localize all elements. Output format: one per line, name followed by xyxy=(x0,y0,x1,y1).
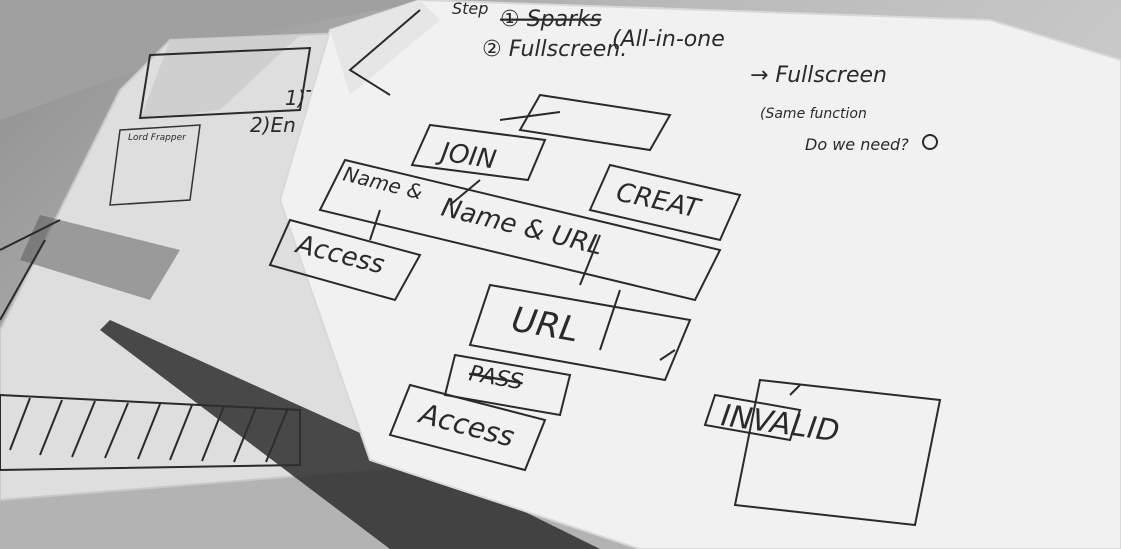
back-note-2: 2)En xyxy=(250,113,296,137)
header-note-2: Do we need? xyxy=(805,135,909,154)
note-circle xyxy=(922,134,938,150)
header-option-1-struck: ① Sparks xyxy=(500,7,601,32)
back-label: Lord Frapper xyxy=(128,133,187,143)
header-option-2: ② Fullscreen. xyxy=(482,37,627,62)
front-sheet: Step ① Sparks (All-in-one ② Fullscreen. … xyxy=(268,0,1121,549)
table-surface xyxy=(0,0,430,120)
header-arrow-target: → Fullscreen xyxy=(750,63,887,88)
header-option-1: (All-in-one xyxy=(612,27,725,52)
header-note-1: (Same function xyxy=(760,106,867,122)
flow-boxes xyxy=(268,93,942,527)
header-step: Step xyxy=(452,0,488,18)
